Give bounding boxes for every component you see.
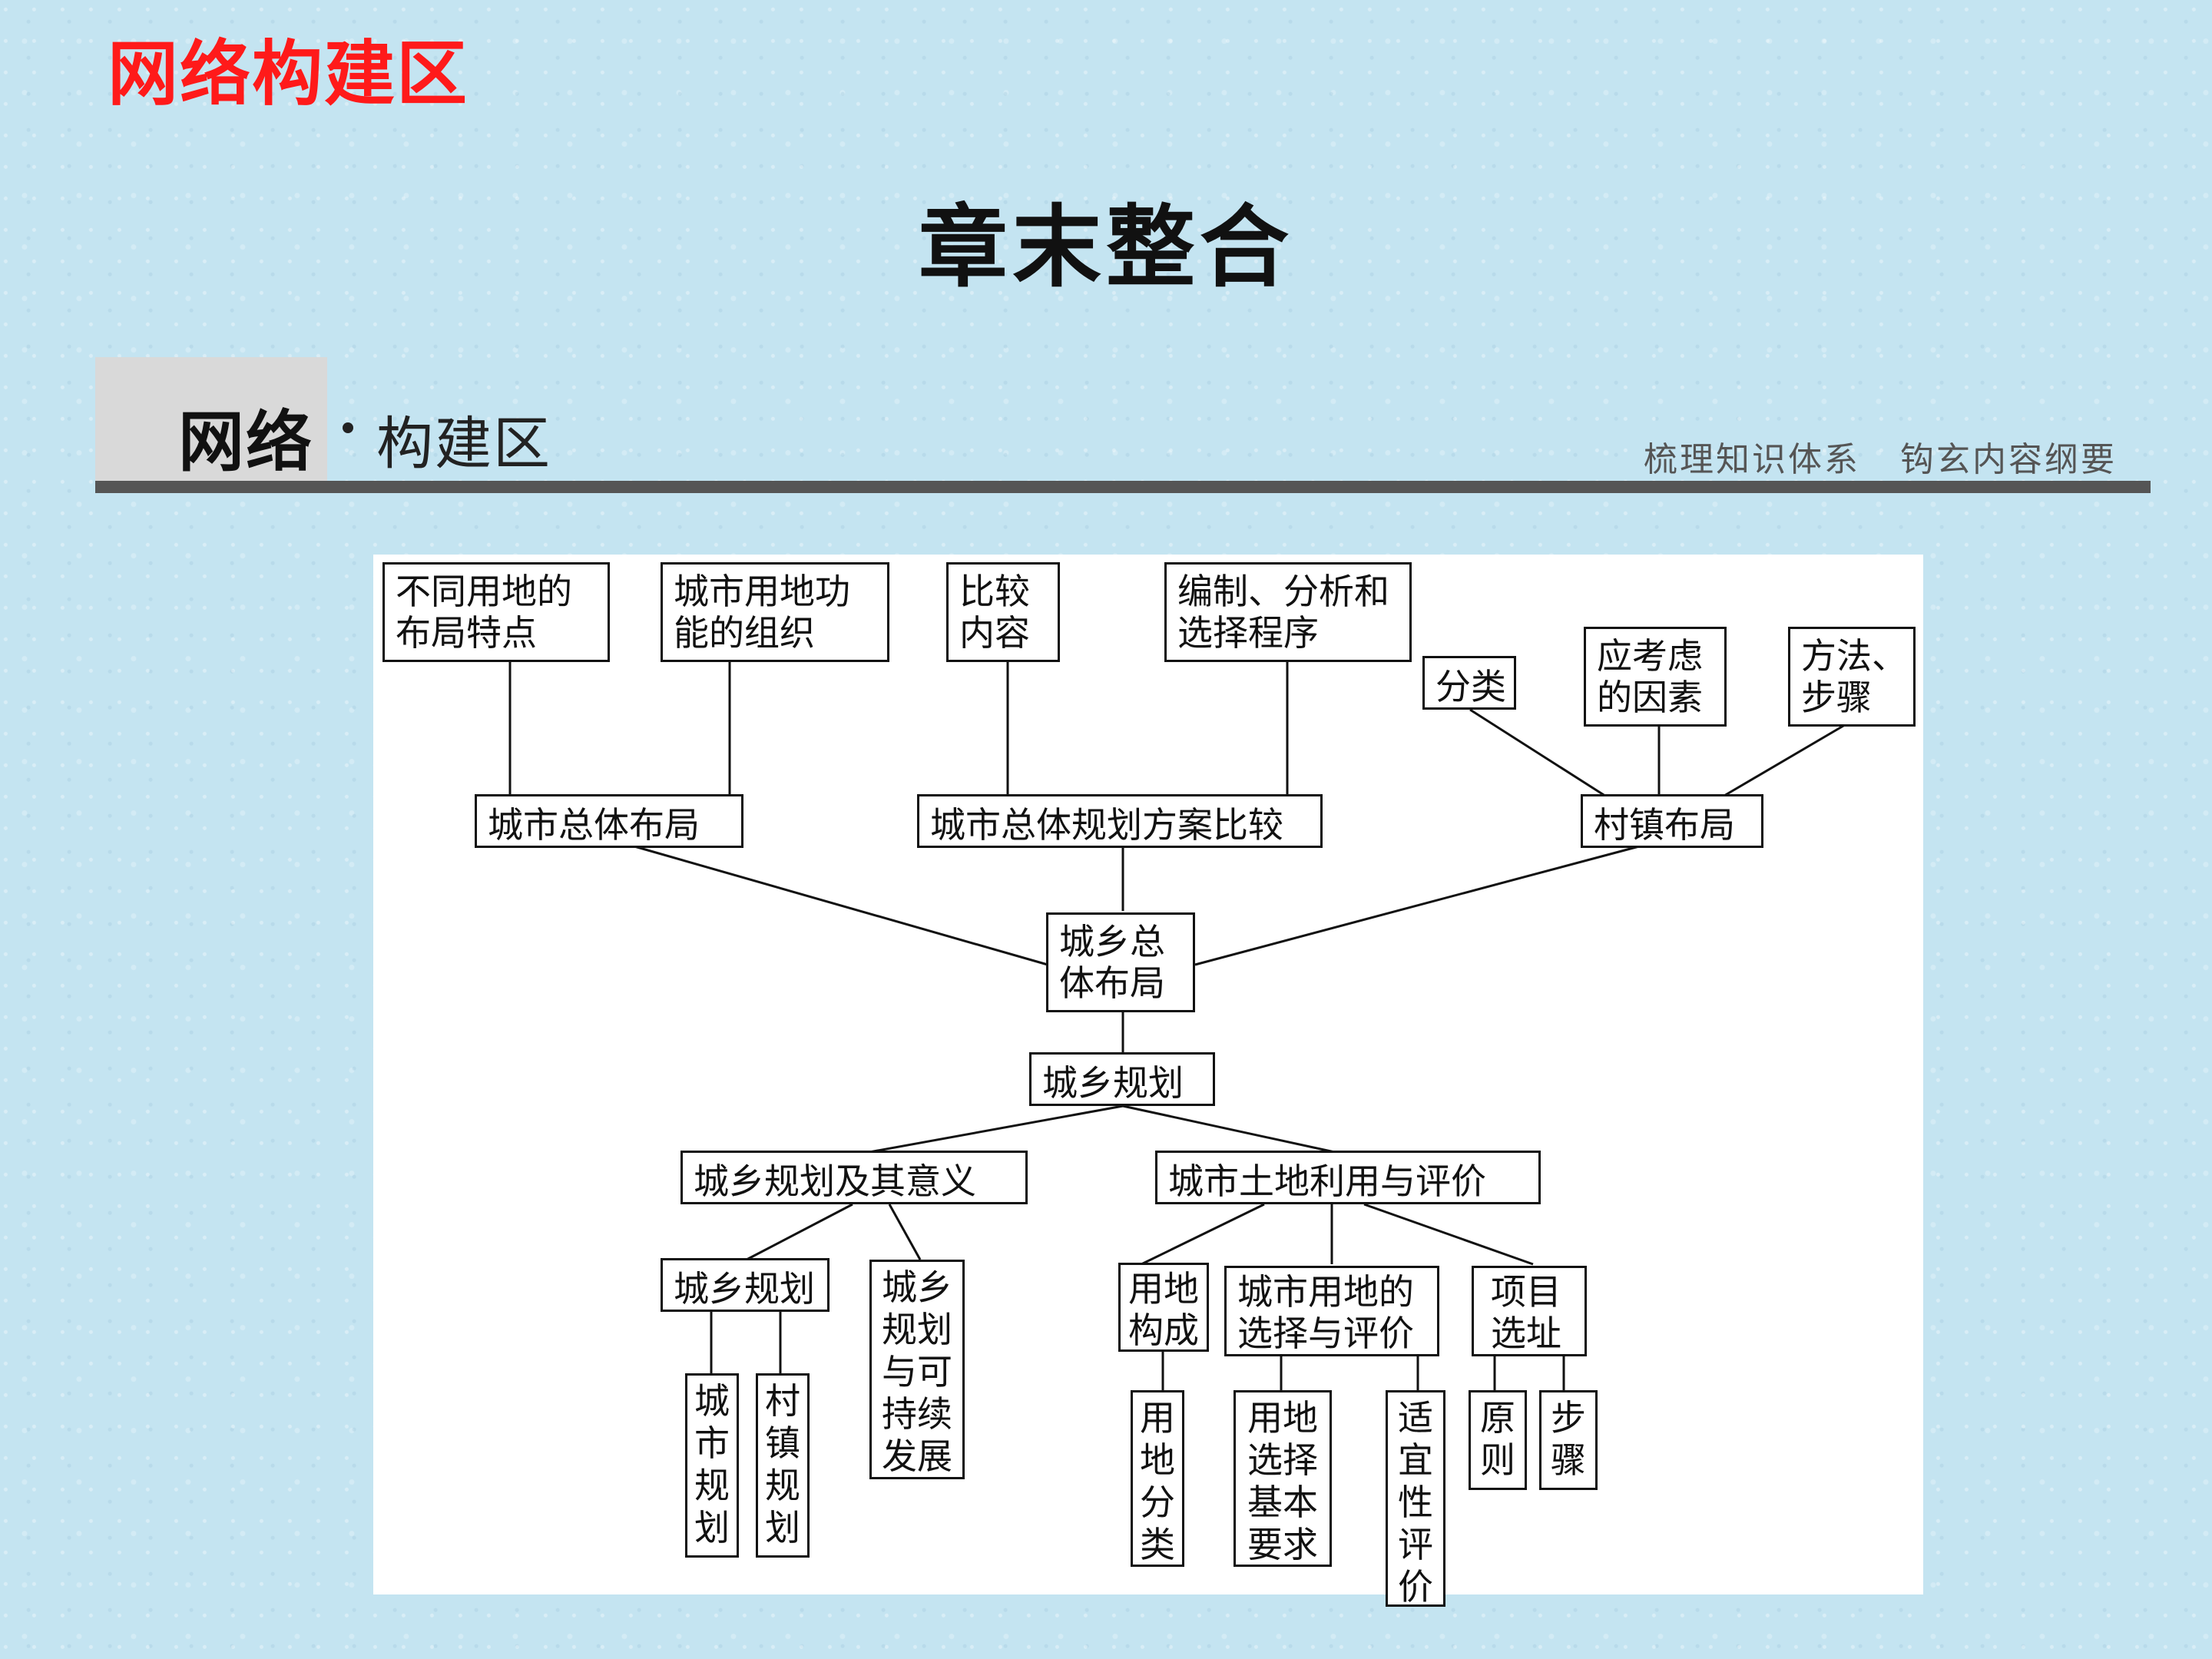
node-land-class: 用地分类: [1131, 1390, 1184, 1567]
node-site: 项目 选址: [1472, 1266, 1587, 1356]
connector-village-layout: [1194, 845, 1640, 966]
section-title: 网络构建区: [108, 33, 469, 115]
connector-classify: [1469, 708, 1611, 800]
connector-root-meaning: [852, 1104, 1124, 1157]
node-village-plan: 村镇规划: [756, 1373, 810, 1558]
connector-landuse-composition: [1141, 1203, 1265, 1266]
banner-dot-icon: [343, 422, 353, 433]
tagline-knowledge: 梳理知识体系: [1644, 440, 1860, 479]
connector-city-layout: [634, 845, 1048, 966]
node-land-use: 城市土地利用与评价: [1155, 1151, 1541, 1204]
node-sustain: 城乡规划与可持续发展: [869, 1260, 965, 1479]
node-city-plan: 城市规划: [685, 1373, 739, 1558]
banner-divider: [95, 481, 2151, 493]
connector-meaning-sustain: [888, 1204, 922, 1260]
node-basic-req: 用地选择基本要求: [1233, 1390, 1332, 1567]
concept-map: 不同用地的 布局特点 城市用地功 能的组织 比较 内容 编制、分析和 选择程序 …: [373, 555, 1923, 1607]
connector-lines: [508, 662, 1853, 1392]
node-select-eval: 城市用地的 选择与评价: [1224, 1266, 1439, 1356]
node-planning: 城乡规划: [661, 1258, 830, 1312]
tagline-outline: 钩玄内容纲要: [1900, 440, 2117, 479]
node-steps: 步骤: [1539, 1390, 1598, 1490]
node-plan-compare: 城市总体规划方案比较: [917, 794, 1323, 848]
node-methods: 方法、 步骤: [1788, 627, 1916, 727]
chapter-title: 章末整合: [919, 195, 1293, 300]
banner-tagline: 梳理知识体系 钩玄内容纲要: [1644, 432, 2117, 481]
node-compare: 比较 内容: [946, 562, 1060, 662]
node-classify: 分类: [1422, 656, 1516, 710]
connector-methods: [1718, 719, 1853, 800]
banner-main-label: 网络: [178, 404, 313, 481]
banner-gray-block: [95, 357, 327, 482]
node-procedure: 编制、分析和 选择程序: [1164, 562, 1412, 662]
node-city-layout: 城市总体布局: [475, 794, 743, 848]
banner-sub-label: 构建区: [376, 411, 551, 477]
connector-landuse-site: [1363, 1203, 1534, 1266]
node-factors: 应考虑 的因素: [1584, 627, 1727, 727]
connector-root-landuse: [1122, 1104, 1349, 1157]
node-suitability: 适宜性评价: [1386, 1390, 1445, 1607]
node-composition: 用地 构成: [1118, 1263, 1209, 1352]
node-village-layout: 村镇布局: [1581, 794, 1763, 848]
node-principle: 原则: [1469, 1390, 1527, 1490]
node-overall-layout: 城乡总 体布局: [1046, 912, 1195, 1012]
connector-meaning-planning: [746, 1203, 853, 1261]
node-func-org: 城市用地功 能的组织: [661, 562, 889, 662]
node-diff-layout: 不同用地的 布局特点: [382, 562, 610, 662]
node-meaning: 城乡规划及其意义: [680, 1151, 1028, 1204]
node-root-planning: 城乡规划: [1029, 1052, 1215, 1106]
